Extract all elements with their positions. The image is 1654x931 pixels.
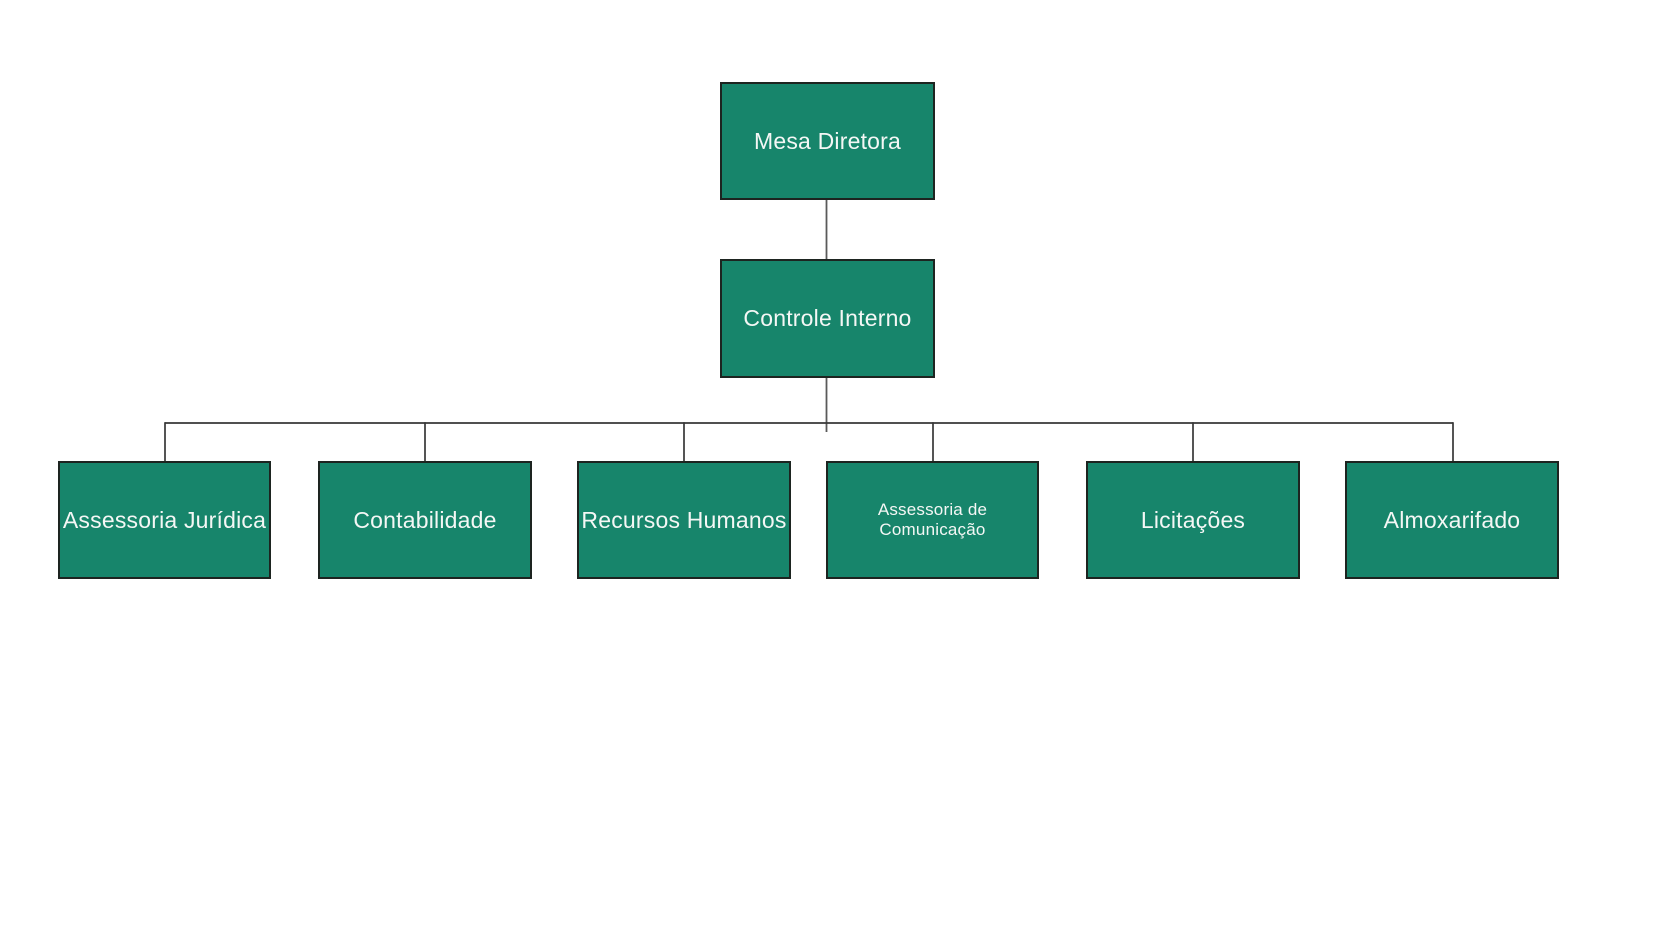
org-node-mesa-diretora: Mesa Diretora [720, 82, 935, 200]
org-node-label: Assessoria Jurídica [62, 506, 267, 533]
org-node-label: Mesa Diretora [753, 127, 902, 154]
org-node-assessoria-comunicacao: Assessoria de Comunicação [826, 461, 1039, 579]
org-node-contabilidade: Contabilidade [318, 461, 532, 579]
org-node-label: Almoxarifado [1383, 506, 1521, 533]
org-node-assessoria-juridica: Assessoria Jurídica [58, 461, 271, 579]
org-node-controle-interno: Controle Interno [720, 259, 935, 378]
org-node-almoxarifado: Almoxarifado [1345, 461, 1559, 579]
org-node-label: Controle Interno [743, 305, 912, 332]
org-node-licitacoes: Licitações [1086, 461, 1300, 579]
org-node-label: Recursos Humanos [581, 506, 787, 533]
org-node-label: Licitações [1140, 506, 1246, 533]
org-node-label: Contabilidade [353, 506, 497, 533]
org-node-label: Assessoria de Comunicação [877, 500, 988, 539]
org-node-recursos-humanos: Recursos Humanos [577, 461, 791, 579]
